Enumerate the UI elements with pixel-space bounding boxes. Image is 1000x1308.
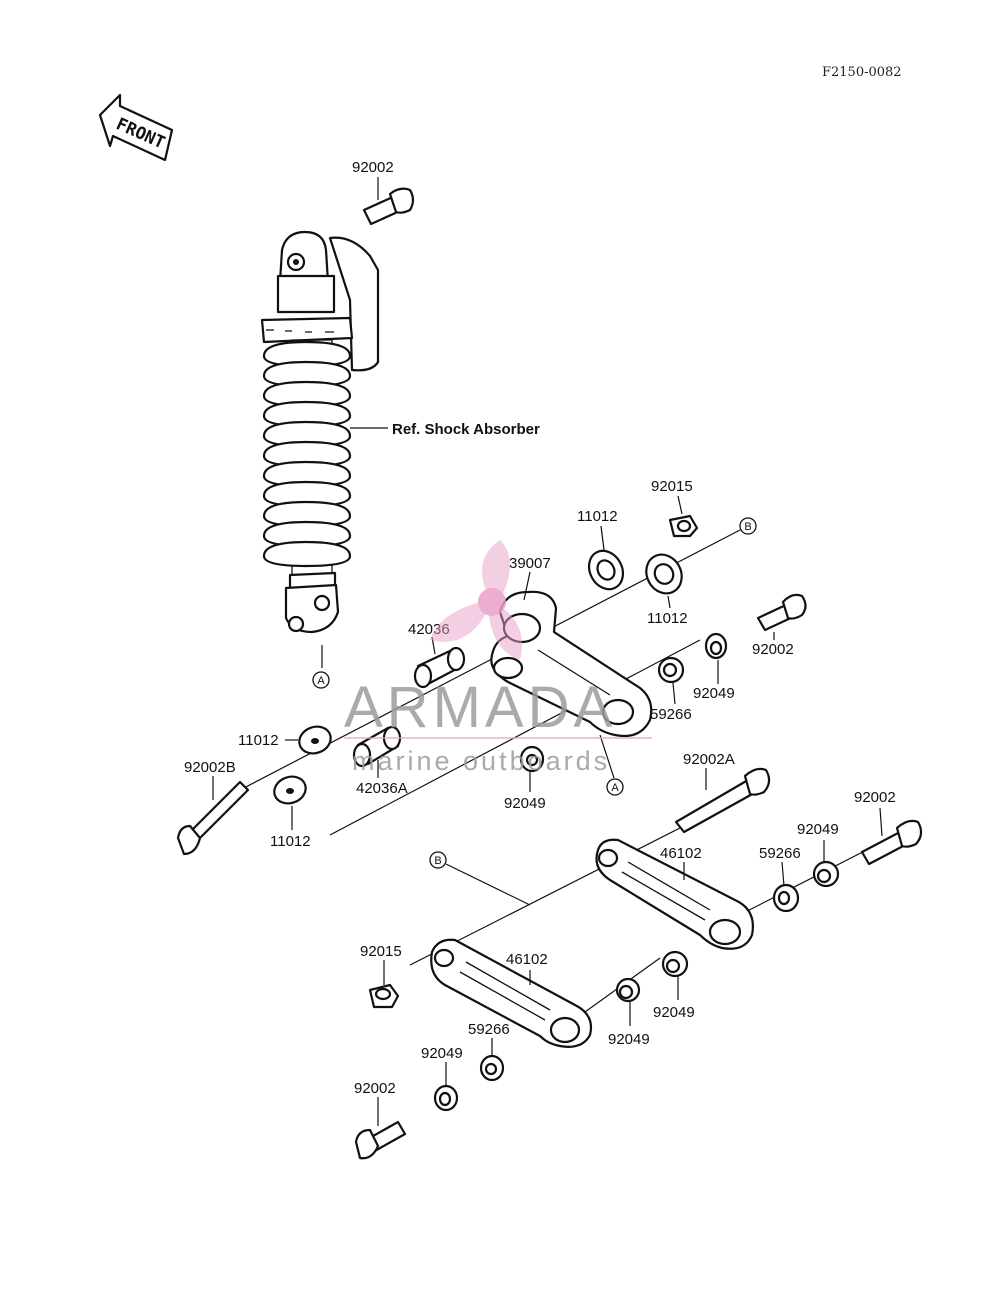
label-92049-lower-left: 92049 <box>421 1045 463 1062</box>
label-59266-lower: 59266 <box>468 1021 510 1038</box>
tie-rod-46102-left <box>430 938 593 1048</box>
bushing-92049-link-right <box>661 950 689 978</box>
seal-11012-top <box>587 549 625 591</box>
spring-coil <box>262 540 352 568</box>
label-11012-bottom: 11012 <box>270 833 311 850</box>
bolt-92002b <box>176 780 250 856</box>
ref-marker-a-1-label: A <box>317 675 325 687</box>
label-92002-right: 92002 <box>752 641 794 658</box>
label-92049-link-left: 92049 <box>608 1031 650 1048</box>
label-39007: 39007 <box>509 555 551 572</box>
bolt-92002a <box>674 767 771 834</box>
bushing-92049-mid <box>519 745 545 773</box>
ref-marker-a-1 <box>312 671 330 689</box>
bolt-92002-far-right <box>860 819 923 866</box>
label-92015-top: 92015 <box>651 478 693 495</box>
propeller-logo-icon <box>430 540 522 660</box>
label-92002b: 92002B <box>184 759 236 776</box>
bushing-59266-lower <box>479 1054 505 1082</box>
label-92015-lower: 92015 <box>360 943 402 960</box>
watermark-subtitle: marine outboards <box>352 746 610 776</box>
collar-42036 <box>413 646 466 689</box>
label-59266-right: 59266 <box>759 845 801 862</box>
ref-marker-b-1 <box>739 517 757 535</box>
bolt-92002-right <box>756 593 807 632</box>
shock-absorber <box>260 230 380 668</box>
spring-coils <box>262 339 352 576</box>
washer-11012-bottom <box>273 775 307 805</box>
label-11012-left: 11012 <box>238 732 279 749</box>
label-46102-left: 46102 <box>506 951 548 968</box>
washer-11012-left <box>298 725 332 755</box>
bushing-92049-link-left <box>615 977 641 1003</box>
ref-marker-a-2-label: A <box>611 782 619 794</box>
bushing-92049-lower-left <box>433 1084 459 1112</box>
ref-marker-a-2 <box>606 778 624 796</box>
part-labels: 92002 92015 11012 39007 11012 92002 4203… <box>184 159 896 1097</box>
watermark-title: ARMADA <box>344 675 616 740</box>
label-92002a: 92002A <box>683 751 735 768</box>
nut-92015-lower <box>368 983 400 1009</box>
ref-marker-b-2-label: B <box>434 855 441 867</box>
label-92049-far-right: 92049 <box>797 821 839 838</box>
front-arrow-icon: FRONT <box>98 93 174 162</box>
label-92002-far-right: 92002 <box>854 789 896 806</box>
drawing-code: F2150-0082 <box>822 65 902 80</box>
nut-92015-top <box>668 514 699 538</box>
bushing-59266-upper <box>657 656 685 684</box>
label-92049-right: 92049 <box>693 685 735 702</box>
label-42036a: 42036A <box>356 780 408 797</box>
label-92049-mid: 92049 <box>504 795 546 812</box>
bolt-92002-top <box>362 187 415 226</box>
bushing-92049-right <box>704 632 728 660</box>
ref-marker-b-1-label: B <box>744 521 751 533</box>
label-92049-link-right: 92049 <box>653 1004 695 1021</box>
bushing-59266-right <box>772 883 800 913</box>
label-92002-top: 92002 <box>352 159 394 176</box>
ref-shock-label: Ref. Shock Absorber <box>392 421 540 438</box>
leader-lines <box>212 177 883 1126</box>
bushing-92049-far-right <box>812 860 840 888</box>
seal-11012-right <box>645 553 683 595</box>
label-11012-top: 11012 <box>577 508 618 525</box>
label-59266-upper: 59266 <box>650 706 692 723</box>
bolt-92002-bottom <box>354 1120 407 1160</box>
label-11012-right: 11012 <box>647 610 688 627</box>
tie-rod-46102-right <box>595 838 754 950</box>
label-92002-bottom: 92002 <box>354 1080 396 1097</box>
ref-marker-b-2 <box>429 851 447 869</box>
watermark: ARMADA marine outboards <box>344 540 652 776</box>
label-46102-right: 46102 <box>660 845 702 862</box>
